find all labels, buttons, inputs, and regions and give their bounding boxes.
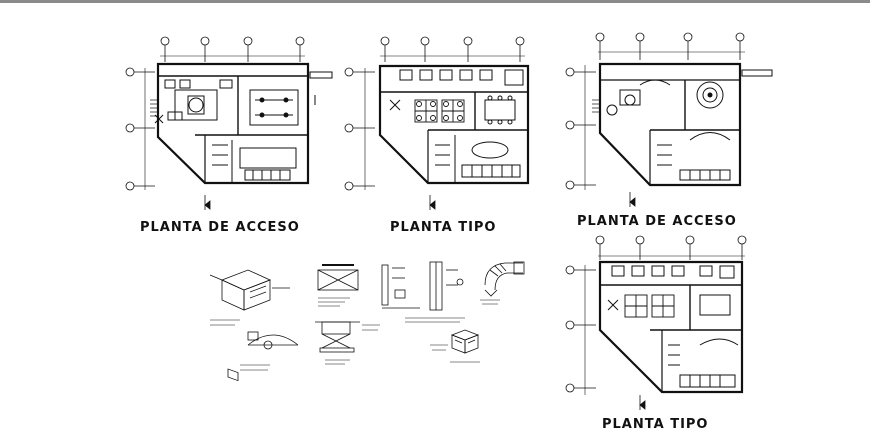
floor-plan-access-1: [125, 36, 333, 210]
section-detail: [315, 321, 380, 365]
top-rule: [0, 0, 870, 3]
floor-plan-access-2: [565, 32, 773, 207]
flex-duct-detail: [480, 261, 525, 305]
plan-title-3: PLANTA DE ACCESO: [577, 214, 737, 229]
isometric-box-detail: [430, 329, 480, 363]
plan-title-1: PLANTA DE ACCESO: [140, 220, 300, 235]
plan-title-4: PLANTA TIPO: [602, 417, 708, 432]
pipe-section-detail: [381, 261, 465, 323]
floor-plan-typical-1: [344, 36, 530, 210]
floor-plan-typical-2: [565, 235, 747, 410]
plan-title-2: PLANTA TIPO: [390, 220, 496, 235]
arc-detail: [240, 331, 299, 371]
isometric-unit-detail: [209, 269, 290, 382]
construction-details: [209, 261, 525, 382]
duct-box-detail: [317, 264, 359, 307]
grid-axis-markers: [125, 36, 305, 210]
